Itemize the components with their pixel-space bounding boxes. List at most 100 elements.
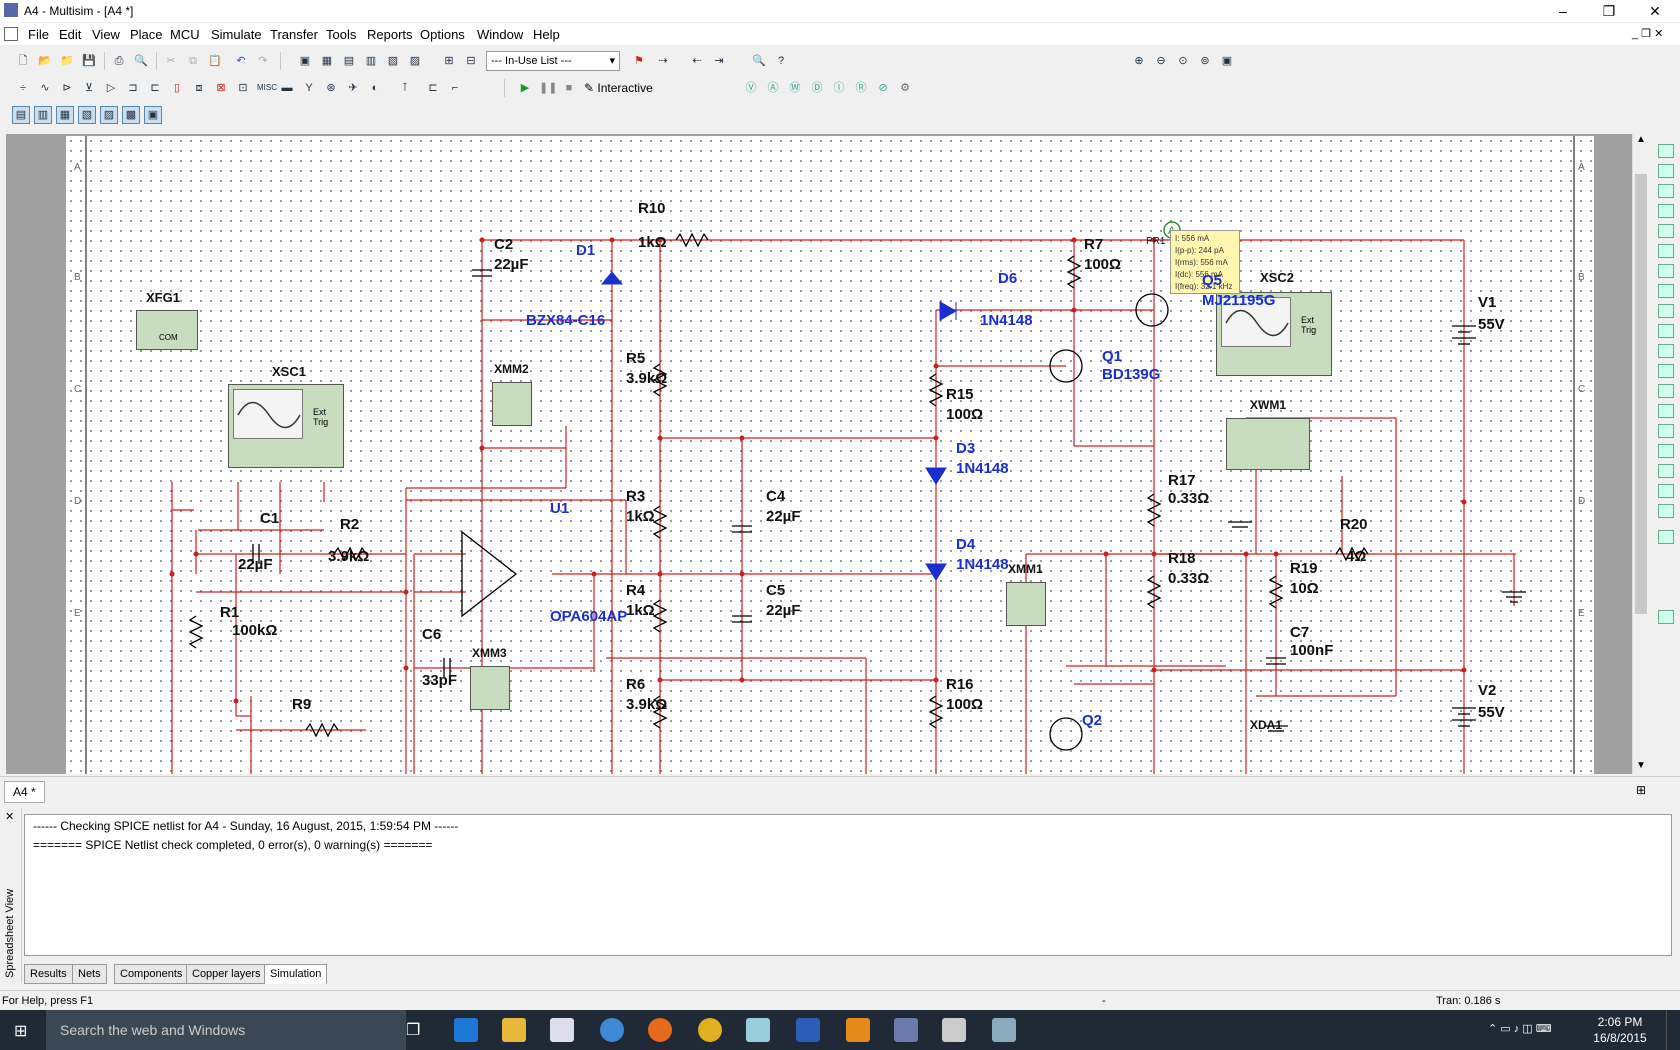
instrument-13-icon[interactable]	[1658, 384, 1674, 398]
diode-icon[interactable]: ⊳	[62, 82, 72, 94]
wire-icon[interactable]: ⌐	[451, 82, 459, 94]
multimeter-xmm2[interactable]	[492, 382, 532, 426]
interactive-mode-button[interactable]: ✎ Interactive	[584, 81, 653, 95]
scroll-up-icon[interactable]: ▲	[1636, 134, 1646, 145]
probe-diff-icon[interactable]: Ⓓ	[811, 82, 823, 94]
tab-menu-icon[interactable]: ⊞	[1636, 783, 1647, 797]
fullscreen-icon[interactable]: ▣	[299, 55, 311, 67]
mixed-icon[interactable]: ⊠	[216, 82, 226, 94]
wattmeter-xwm1[interactable]	[1226, 418, 1310, 470]
menu-simulate[interactable]: Simulate	[211, 27, 262, 42]
instrument-14-icon[interactable]	[1658, 404, 1674, 418]
results-log[interactable]: ------ Checking SPICE netlist for A4 - S…	[24, 814, 1672, 956]
taskbar-search[interactable]: Search the web and Windows	[46, 1010, 406, 1050]
instrument-19-icon[interactable]	[1658, 504, 1674, 518]
zoom-area-icon[interactable]: ⊙	[1178, 55, 1188, 67]
tab-a4[interactable]: A4 *	[4, 781, 45, 803]
help-icon[interactable]: ?	[777, 55, 785, 67]
analysis-5-icon[interactable]: ▨	[100, 106, 118, 124]
close-panel-icon[interactable]: ✕	[5, 811, 15, 823]
instrument-12-icon[interactable]	[1658, 364, 1674, 378]
edge-icon[interactable]	[454, 1018, 478, 1042]
show-desktop[interactable]	[1666, 1010, 1674, 1050]
restore-icon[interactable]: ❐	[1602, 3, 1616, 19]
run-icon[interactable]: ▶	[520, 82, 530, 94]
analysis-7-icon[interactable]: ▣	[144, 106, 162, 124]
chrome-icon[interactable]	[698, 1018, 722, 1042]
instrument-5-icon[interactable]	[1658, 224, 1674, 238]
probe-vi-icon[interactable]: Ⓘ	[833, 82, 845, 94]
hierarchical-icon[interactable]: ⊺	[402, 82, 408, 94]
basic-icon[interactable]: ∿	[40, 82, 50, 94]
instrument-20-icon[interactable]	[1658, 530, 1674, 544]
oscilloscope-xsc1[interactable]: Ext Trig	[228, 384, 344, 468]
instrument-17-icon[interactable]	[1658, 464, 1674, 478]
advanced-peripherals-icon[interactable]: ⧈	[195, 82, 203, 94]
oscilloscope-xsc2[interactable]: Ext Trig	[1216, 292, 1332, 376]
cmos-icon[interactable]: ⊏	[150, 82, 160, 94]
erc-check-icon[interactable]: ⚑	[634, 55, 644, 67]
pause-icon[interactable]: ❚❚	[539, 82, 558, 94]
analysis-3-icon[interactable]: ▦	[56, 106, 74, 124]
task-view-icon[interactable]: ❐	[406, 1022, 421, 1039]
analysis-6-icon[interactable]: ▩	[122, 106, 140, 124]
tray-icons[interactable]: ⌃ ▭ ♪ ◫ ⌨	[1488, 1023, 1552, 1035]
connector-icon[interactable]: ◐	[371, 82, 379, 94]
spreadsheet-icon[interactable]: ▤	[343, 55, 355, 67]
instrument-4-icon[interactable]	[1658, 204, 1674, 218]
grid-icon[interactable]: ▦	[321, 55, 333, 67]
probe-ref-icon[interactable]: Ⓡ	[855, 82, 867, 94]
zoom-fit-icon[interactable]: ⊚	[1200, 55, 1210, 67]
component-wizard-icon[interactable]: ▨	[409, 55, 421, 67]
menu-mcu[interactable]: MCU	[170, 27, 200, 42]
find-icon[interactable]: 🔍	[752, 55, 766, 67]
firefox-icon[interactable]	[648, 1018, 672, 1042]
back-annotate-icon[interactable]: ⇠	[692, 55, 702, 67]
mdi-controls[interactable]: _ ❐ ✕	[1632, 28, 1664, 40]
menu-help[interactable]: Help	[533, 27, 560, 42]
full-screen-icon[interactable]: ▣	[1221, 55, 1233, 67]
rf-icon[interactable]: ▬	[281, 82, 293, 94]
schematic-sheet[interactable]: A A B C D E A B C D E COM XFG1 Ext Trig …	[66, 136, 1594, 774]
postprocessor-icon[interactable]: ⊞	[444, 55, 454, 67]
probe-settings-icon[interactable]: ⚙	[900, 82, 910, 94]
analog-icon[interactable]: ▷	[106, 82, 116, 94]
design-canvas[interactable]: A A B C D E A B C D E COM XFG1 Ext Trig …	[6, 134, 1636, 774]
inuse-list-select[interactable]: --- In-Use List ---▾	[486, 51, 620, 71]
probe-voltage-icon[interactable]: Ⓥ	[745, 82, 757, 94]
menu-tools[interactable]: Tools	[326, 27, 357, 42]
instrument-8-icon[interactable]	[1658, 284, 1674, 298]
tab-components[interactable]: Components	[114, 964, 189, 984]
menu-view[interactable]: View	[92, 27, 120, 42]
database-icon[interactable]: ▧	[387, 55, 399, 67]
app-icon-1[interactable]	[746, 1018, 770, 1042]
bode-icon[interactable]: ▥	[34, 106, 52, 124]
multimeter-xmm1[interactable]	[1006, 582, 1046, 626]
close-icon[interactable]: ✕	[1649, 3, 1661, 19]
antenna-icon[interactable]: Y	[305, 82, 313, 94]
probe-current-icon[interactable]: Ⓐ	[767, 82, 779, 94]
instrument-1-icon[interactable]	[1658, 144, 1674, 158]
copy-icon[interactable]: ⧉	[189, 55, 197, 67]
indicator-icon[interactable]: ⊡	[238, 82, 248, 94]
transistor-icon[interactable]: ⊻	[84, 82, 94, 94]
forward-annotate-icon[interactable]: ⇥	[714, 55, 724, 67]
scroll-down-icon[interactable]: ▼	[1636, 760, 1646, 771]
scroll-thumb[interactable]	[1635, 174, 1647, 614]
erc-icon[interactable]: ⊟	[466, 55, 476, 67]
mcu-icon[interactable]: ▯	[173, 82, 181, 94]
grapher-icon[interactable]: ▥	[365, 55, 377, 67]
menu-reports[interactable]: Reports	[367, 27, 413, 42]
print-preview-icon[interactable]: 🔍	[134, 55, 148, 67]
clock[interactable]: 2:06 PM 16/8/2015	[1580, 1014, 1660, 1046]
stop-icon[interactable]: ■	[565, 82, 573, 94]
app-icon-2[interactable]	[846, 1018, 870, 1042]
menu-edit[interactable]: Edit	[59, 27, 82, 42]
function-generator-xfg1[interactable]: COM	[136, 310, 198, 350]
bus-icon[interactable]: ⊏	[428, 82, 438, 94]
electromechanical-icon[interactable]: ⊛	[326, 82, 336, 94]
tab-nets[interactable]: Nets	[72, 964, 107, 984]
undo-icon[interactable]: ↶	[236, 55, 246, 67]
instrument-9-icon[interactable]	[1658, 304, 1674, 318]
analysis-4-icon[interactable]: ▧	[78, 106, 96, 124]
